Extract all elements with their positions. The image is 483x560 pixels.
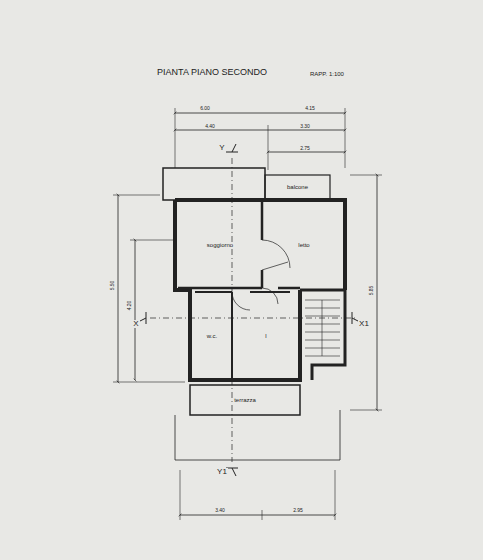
room: terrazza bbox=[192, 387, 298, 413]
scale-note: RAPP. 1:100 bbox=[309, 71, 345, 77]
dimension-text: 5.50 bbox=[110, 279, 115, 291]
dimension-text: 4.15 bbox=[304, 106, 316, 111]
section-mark: X1 bbox=[358, 320, 370, 328]
dimension-text: 2.75 bbox=[299, 146, 311, 151]
room: soggiorno bbox=[178, 203, 262, 287]
section-lines bbox=[150, 158, 355, 462]
room: w.c. bbox=[193, 294, 231, 378]
room: balcone bbox=[265, 175, 330, 200]
room-name: terrazza bbox=[233, 397, 257, 404]
dimension-text: 6.00 bbox=[199, 106, 211, 111]
doors bbox=[232, 240, 290, 310]
dimension-text: 2.95 bbox=[292, 508, 304, 513]
room-name: soggiorno bbox=[206, 242, 234, 249]
section-arrows bbox=[138, 144, 360, 476]
plan-title: PIANTA PIANO SECONDO bbox=[156, 68, 268, 77]
dimension-text: 5.85 bbox=[369, 284, 374, 296]
section-mark: X bbox=[132, 320, 139, 328]
room: letto bbox=[264, 203, 344, 287]
extension-lines bbox=[113, 108, 382, 520]
room-name: balcone bbox=[286, 184, 309, 191]
dimension-text: 3.40 bbox=[214, 508, 226, 513]
room: l bbox=[234, 294, 298, 378]
stairs bbox=[305, 300, 340, 356]
section-mark: Y1 bbox=[216, 468, 228, 476]
room-name: w.c. bbox=[206, 333, 218, 340]
walls bbox=[163, 168, 345, 460]
dimension-text: 4.20 bbox=[127, 299, 132, 311]
dimension-text: 3.30 bbox=[299, 124, 311, 129]
dimension-text: 4.40 bbox=[204, 124, 216, 129]
dimension-lines bbox=[118, 113, 377, 515]
section-mark: Y bbox=[218, 144, 225, 152]
room-name: l bbox=[264, 333, 267, 340]
room-name: letto bbox=[297, 242, 310, 249]
